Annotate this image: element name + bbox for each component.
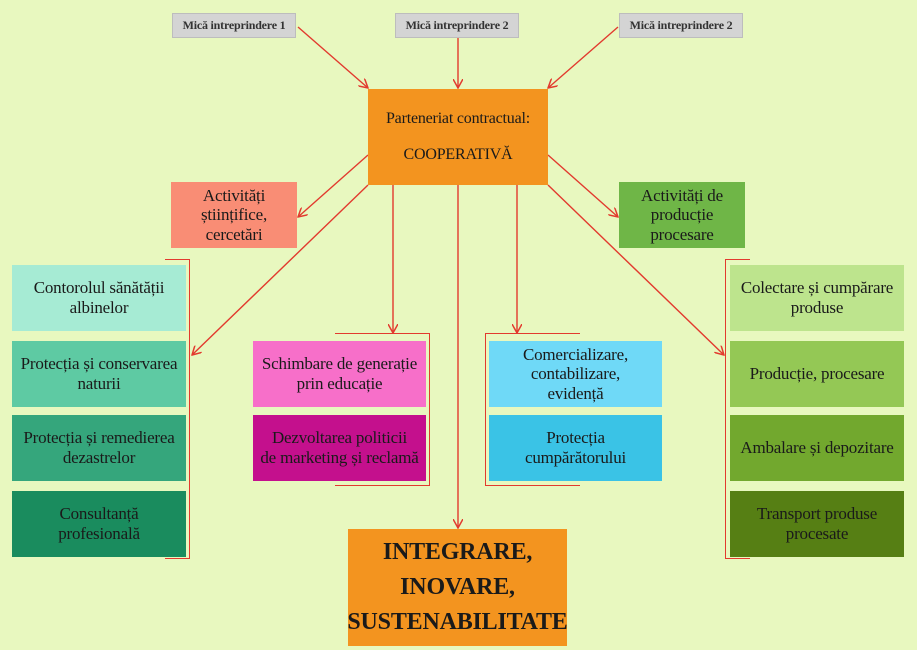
right-item-4: Transport produse procesate [730, 491, 904, 557]
cooperative-node: Parteneriat contractual: COOPERATIVĂ [368, 89, 548, 185]
enterprise-tag-1: Mică intreprindere 1 [172, 13, 296, 38]
research-activities-node: Activități științifice, cercetări [171, 182, 297, 248]
result-node: INTEGRARE, INOVARE, SUSTENABILITATE [347, 529, 568, 646]
left-item-4: Consultanță profesională [12, 491, 186, 557]
midright-item-1: Comercializare, contabilizare, evidență [489, 341, 662, 407]
midright-group-bracket [485, 333, 580, 486]
arrow-center-to-production [547, 154, 618, 217]
cooperative-line1: Parteneriat contractual: [385, 109, 530, 127]
left-item-2: Protecția și conservarea naturii [12, 341, 186, 407]
right-group-bracket [725, 259, 750, 559]
arrow-center-to-right-group [547, 184, 724, 355]
left-group-bracket [165, 259, 190, 559]
production-activities-node: Activități de producție procesare [619, 182, 745, 248]
right-item-2: Producție, procesare [730, 341, 904, 407]
left-item-1: Contorolul sănătății albinelor [12, 265, 186, 331]
enterprise-tag-2: Mică intreprindere 2 [395, 13, 519, 38]
midleft-item-1: Schimbare de generație prin educație [253, 341, 426, 407]
arrow-tag3-to-center [548, 26, 619, 88]
right-item-3: Ambalare și depozitare [730, 415, 904, 481]
arrow-tag1-to-center [297, 26, 368, 88]
arrow-center-to-left-group [192, 184, 369, 355]
midleft-item-2: Dezvoltarea politicii de marketing și re… [253, 415, 426, 481]
midleft-group-bracket [335, 333, 430, 486]
left-item-3: Protecția și remedierea dezastrelor [12, 415, 186, 481]
right-item-1: Colectare și cumpărare produse [730, 265, 904, 331]
enterprise-tag-3: Mică intreprindere 2 [619, 13, 743, 38]
cooperative-line2: COOPERATIVĂ [403, 146, 513, 163]
midright-item-2: Protecția cumpărătorului [489, 415, 662, 481]
arrow-center-to-research [298, 154, 369, 217]
